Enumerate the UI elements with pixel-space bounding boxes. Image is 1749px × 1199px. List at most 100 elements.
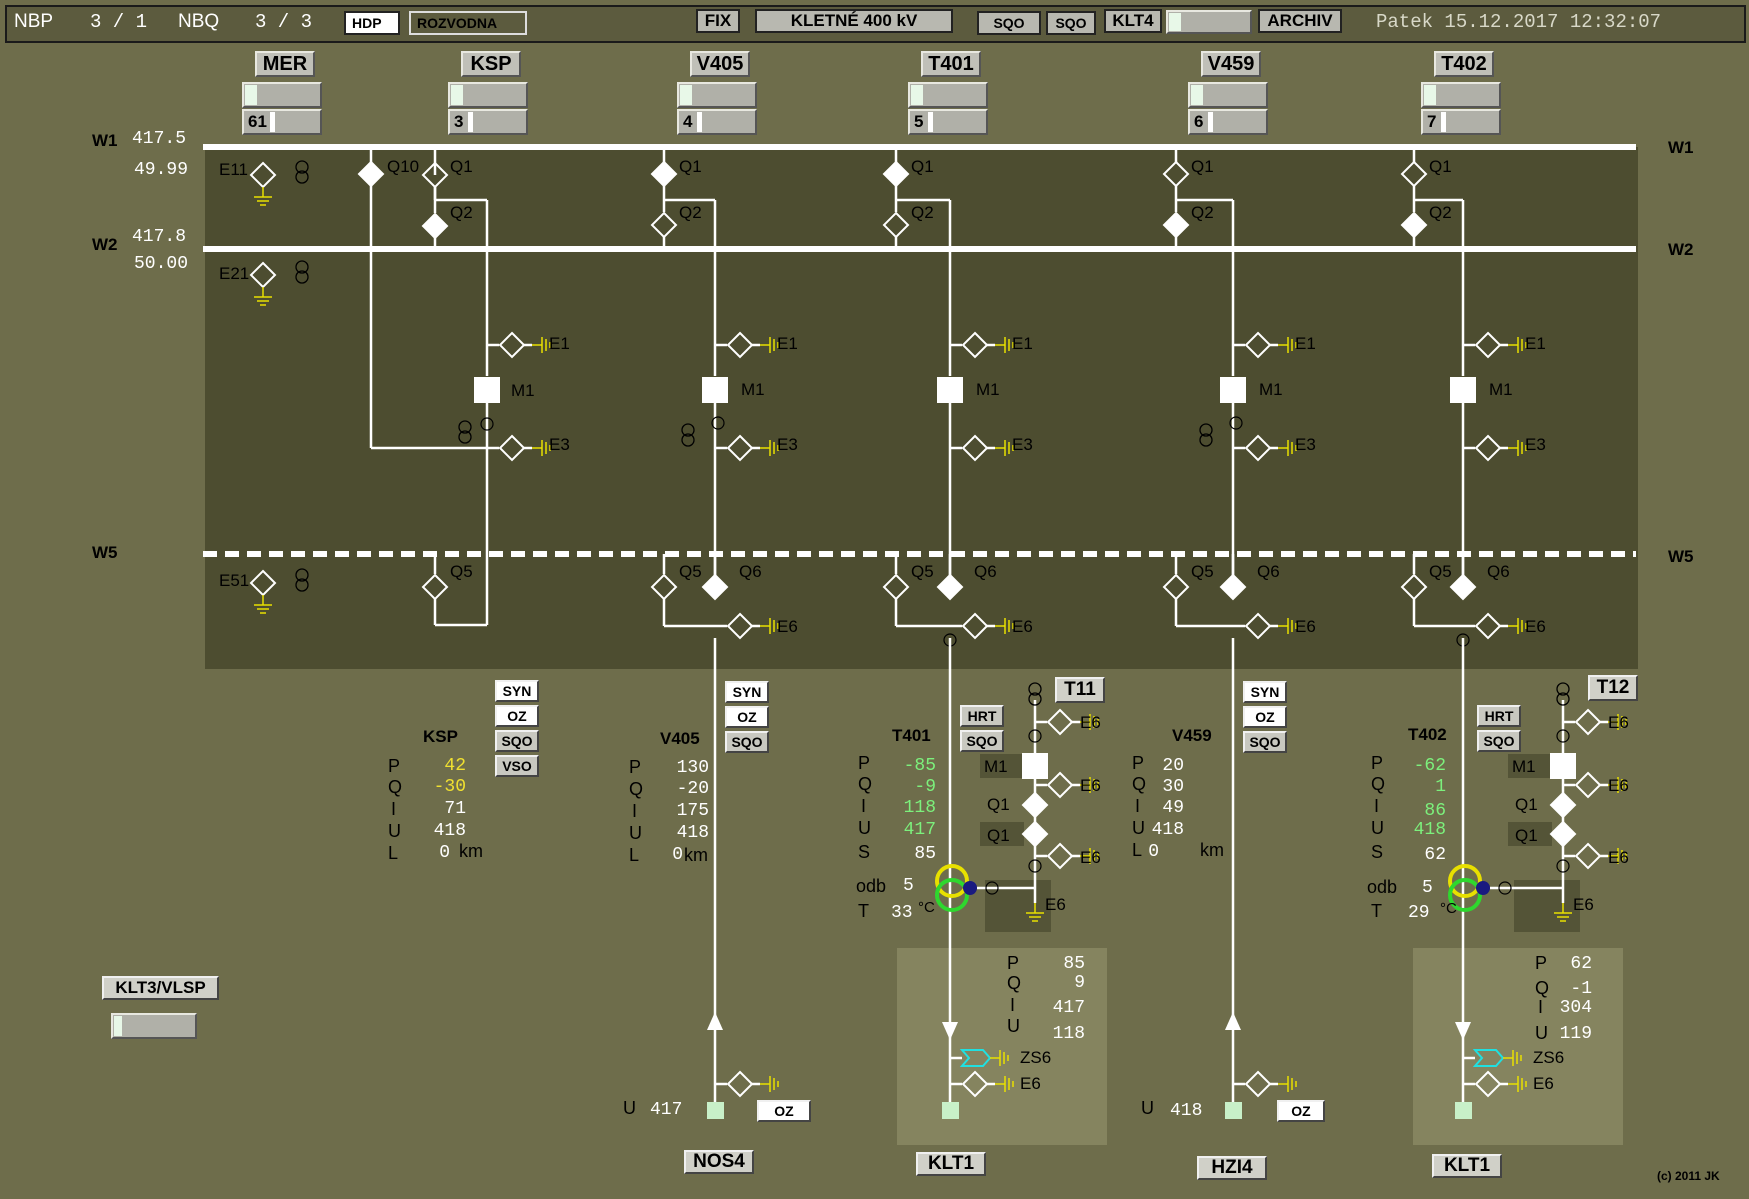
bay-slider-t402[interactable] [1421, 82, 1501, 108]
bay-title-v459[interactable]: V459 [1201, 51, 1261, 77]
t401-q6-disconnector[interactable] [936, 573, 964, 601]
t401-hrt-button[interactable]: HRT [960, 705, 1004, 727]
t401-e3-earth-switch[interactable] [961, 434, 989, 462]
v459-sqo-button[interactable]: SQO [1243, 731, 1287, 753]
ksp-oz-button[interactable]: OZ [495, 705, 539, 727]
v405-e1-earth-switch[interactable] [726, 331, 754, 359]
bay-num-slider-mer[interactable]: 61 [242, 109, 322, 135]
t401-m1-breaker[interactable] [937, 377, 963, 403]
t401-aux-q1b[interactable] [1021, 820, 1049, 848]
t402-feeder-earth-switch[interactable] [1474, 1070, 1502, 1098]
v405-q5-disconnector[interactable] [650, 573, 678, 601]
bay-slider-v459[interactable] [1188, 82, 1268, 108]
t401-aux-e6-2[interactable] [1046, 771, 1074, 799]
ksp-e1-earth-switch[interactable] [498, 331, 526, 359]
v405-sqo-button[interactable]: SQO [725, 731, 769, 753]
ksp-sqo-button[interactable]: SQO [495, 730, 539, 752]
klt4-slider[interactable] [1166, 10, 1252, 34]
t402-aux-q1a[interactable] [1549, 791, 1577, 819]
v459-oz-button[interactable]: OZ [1243, 706, 1287, 728]
bay-title-t402[interactable]: T402 [1434, 51, 1494, 77]
bay-title-t401[interactable]: T401 [921, 51, 981, 77]
ksp-m1-breaker[interactable] [474, 377, 500, 403]
v405-q2-disconnector[interactable] [650, 211, 678, 239]
t402-aux-e6-3[interactable] [1574, 842, 1602, 870]
v459-feeder-earth-switch[interactable] [1244, 1070, 1272, 1098]
t402-aux-m1-breaker[interactable] [1550, 753, 1576, 779]
bay-num-slider-ksp[interactable]: 3 [448, 109, 528, 135]
bay-num-slider-v405[interactable]: 4 [677, 109, 757, 135]
t401-q2-disconnector[interactable] [882, 211, 910, 239]
t401-aux-q1a[interactable] [1021, 791, 1049, 819]
klt3-vlsp-slider[interactable] [111, 1013, 197, 1039]
t402-e6-earth-switch[interactable] [1474, 612, 1502, 640]
v459-q5-disconnector[interactable] [1162, 573, 1190, 601]
ksp-q2-disconnector[interactable] [421, 212, 449, 240]
t402-e1-earth-switch[interactable] [1474, 331, 1502, 359]
ksp-syn-button[interactable]: SYN [495, 680, 539, 702]
t402-m1-breaker[interactable] [1450, 377, 1476, 403]
e11-earth-switch[interactable] [249, 161, 277, 189]
sqo-button-1[interactable]: SQO [977, 11, 1041, 35]
bay-num-slider-v459[interactable]: 6 [1188, 109, 1268, 135]
v405-destination[interactable]: NOS4 [684, 1150, 754, 1174]
t402-q2-disconnector[interactable] [1400, 211, 1428, 239]
t401-e6-earth-switch[interactable] [961, 612, 989, 640]
ksp-q5-disconnector[interactable] [421, 573, 449, 601]
t401-aux-e6-1[interactable] [1046, 708, 1074, 736]
t402-aux-q1b[interactable] [1549, 820, 1577, 848]
bay-num-slider-t402[interactable]: 7 [1421, 109, 1501, 135]
klt4-button[interactable]: KLT4 [1104, 9, 1162, 33]
v459-e1-earth-switch[interactable] [1244, 331, 1272, 359]
t402-aux-e6-1[interactable] [1574, 708, 1602, 736]
v405-m1-breaker[interactable] [702, 377, 728, 403]
bay-title-mer[interactable]: MER [255, 51, 315, 77]
t402-destination[interactable]: KLT1 [1432, 1154, 1502, 1178]
v459-syn-button[interactable]: SYN [1243, 681, 1287, 703]
ksp-e3-earth-switch[interactable] [498, 434, 526, 462]
t402-sqo-button[interactable]: SQO [1477, 730, 1521, 752]
t402-q1-disconnector[interactable] [1400, 160, 1428, 188]
sqo-button-2[interactable]: SQO [1046, 11, 1096, 35]
v459-q1-disconnector[interactable] [1162, 160, 1190, 188]
v405-oz-button[interactable]: OZ [725, 706, 769, 728]
t11-label[interactable]: T11 [1055, 677, 1105, 703]
t401-q1-disconnector[interactable] [882, 160, 910, 188]
rozvodna-button[interactable]: ROZVODNA [409, 11, 527, 35]
v405-e6-earth-switch[interactable] [726, 612, 754, 640]
bay-slider-v405[interactable] [677, 82, 757, 108]
v405-feeder-oz-button[interactable]: OZ [757, 1100, 811, 1122]
bay-slider-t401[interactable] [908, 82, 988, 108]
v405-e3-earth-switch[interactable] [726, 434, 754, 462]
t401-q5-disconnector[interactable] [882, 573, 910, 601]
bay-num-slider-t401[interactable]: 5 [908, 109, 988, 135]
t12-label[interactable]: T12 [1588, 675, 1638, 701]
v459-q2-disconnector[interactable] [1162, 211, 1190, 239]
fix-button[interactable]: FIX [696, 9, 740, 33]
v459-e3-earth-switch[interactable] [1244, 434, 1272, 462]
ksp-q10-disconnector[interactable] [357, 160, 385, 188]
v459-feeder-oz-button[interactable]: OZ [1277, 1100, 1325, 1122]
t401-e1-earth-switch[interactable] [961, 331, 989, 359]
bay-slider-ksp[interactable] [448, 82, 528, 108]
v459-q6-disconnector[interactable] [1219, 573, 1247, 601]
ksp-vso-button[interactable]: VSO [495, 755, 539, 777]
t402-aux-e6-2[interactable] [1574, 771, 1602, 799]
v459-m1-breaker[interactable] [1220, 377, 1246, 403]
archiv-button[interactable]: ARCHIV [1258, 9, 1342, 33]
v405-feeder-earth-switch[interactable] [726, 1070, 754, 1098]
t402-e3-earth-switch[interactable] [1474, 434, 1502, 462]
t401-aux-e6-3[interactable] [1046, 842, 1074, 870]
klt3-vlsp-button[interactable]: KLT3/VLSP [102, 976, 219, 1000]
e21-earth-switch[interactable] [249, 261, 277, 289]
e51-earth-switch[interactable] [249, 569, 277, 597]
v405-q1-disconnector[interactable] [650, 160, 678, 188]
v459-e6-earth-switch[interactable] [1244, 612, 1272, 640]
bay-title-ksp[interactable]: KSP [461, 51, 521, 77]
t401-destination[interactable]: KLT1 [916, 1152, 986, 1176]
v405-q6-disconnector[interactable] [701, 573, 729, 601]
hdp-button[interactable]: HDP [344, 11, 400, 35]
t401-feeder-earth-switch[interactable] [961, 1070, 989, 1098]
t402-hrt-button[interactable]: HRT [1477, 705, 1521, 727]
t401-aux-m1-breaker[interactable] [1022, 753, 1048, 779]
